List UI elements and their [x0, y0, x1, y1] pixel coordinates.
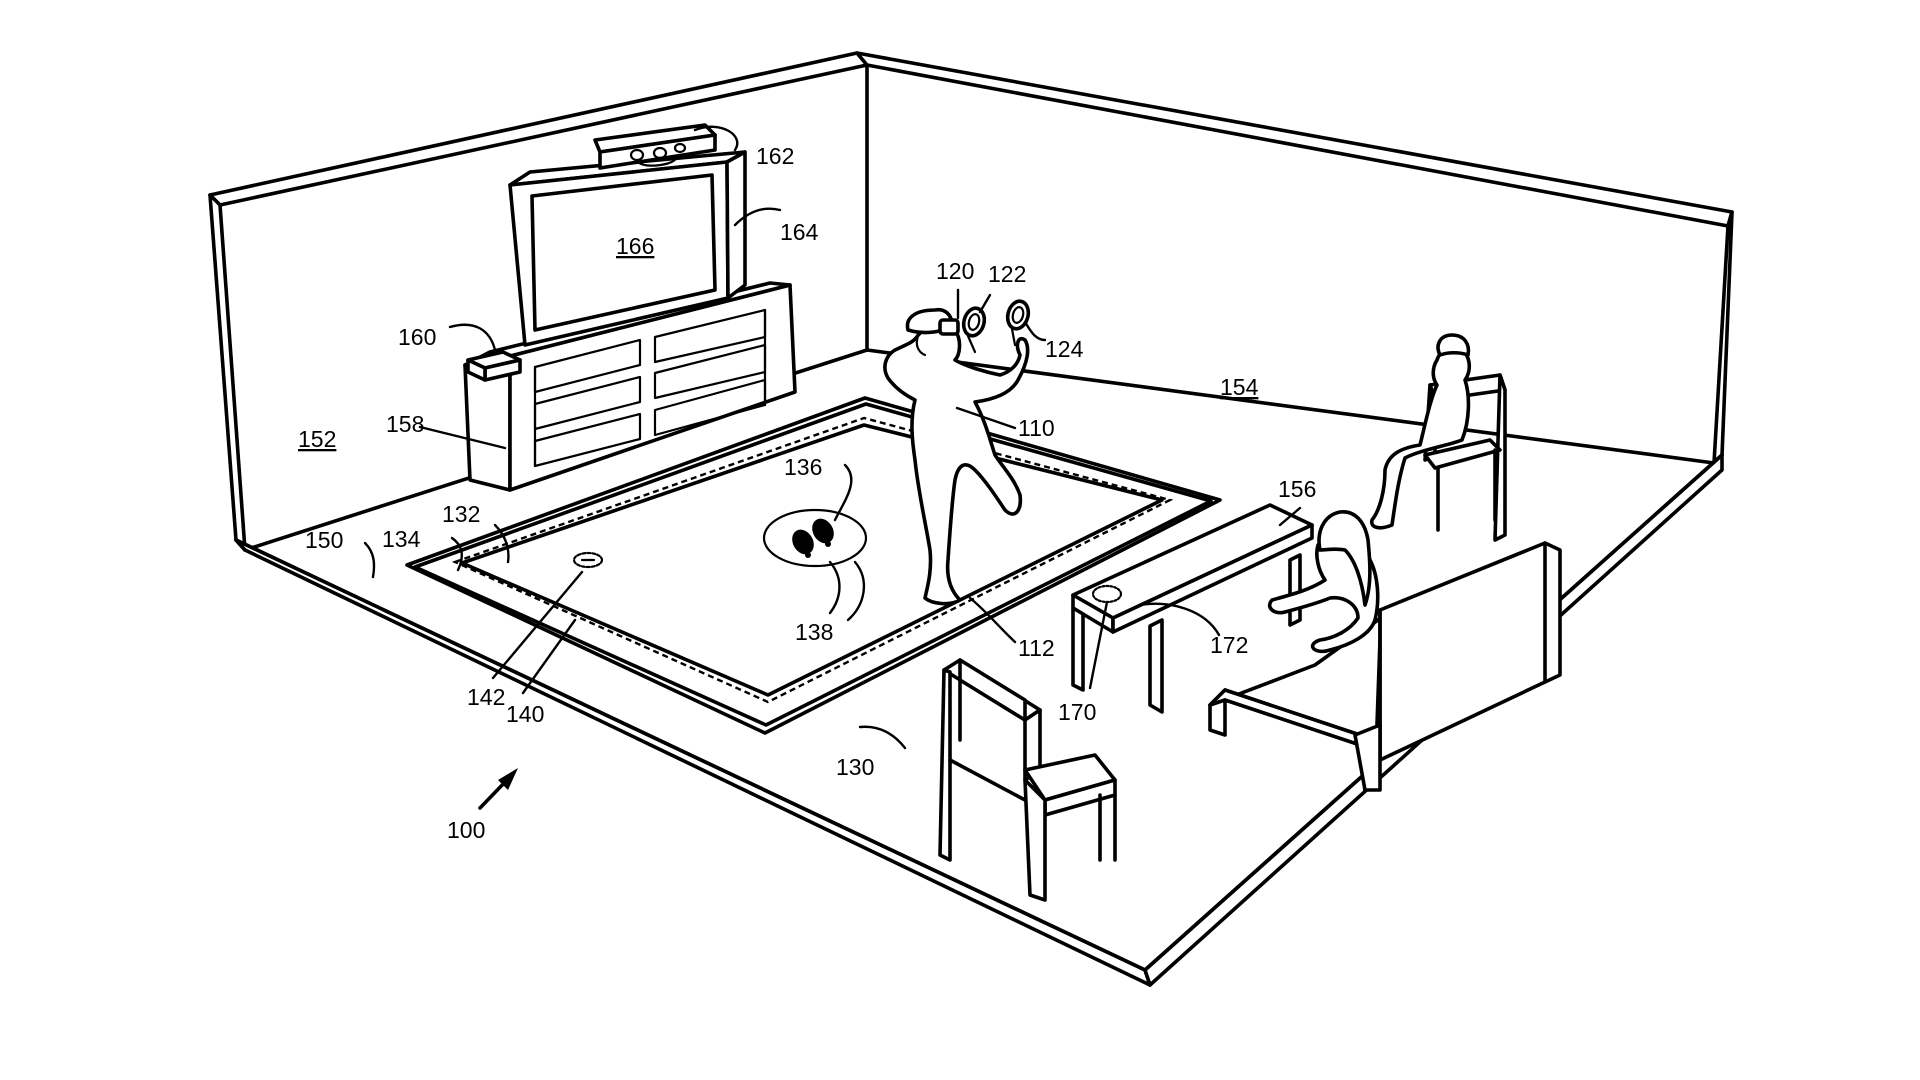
label-120: 120	[936, 258, 974, 284]
coffee-table	[1071, 503, 1314, 714]
vr-user	[883, 307, 1030, 606]
label-164: 164	[780, 219, 819, 245]
label-138: 138	[795, 619, 833, 645]
leader-lines	[363, 125, 1302, 750]
label-112: 112	[1018, 635, 1055, 661]
display-tv	[508, 150, 747, 347]
label-124: 124	[1045, 336, 1084, 362]
label-156: 156	[1278, 476, 1316, 502]
label-132: 132	[442, 501, 480, 527]
seated-person-couch	[1267, 510, 1380, 654]
label-100: 100	[447, 817, 485, 843]
footprint-marker	[762, 508, 868, 568]
label-154: 154	[1220, 374, 1259, 400]
label-170: 170	[1058, 699, 1096, 725]
label-142: 142	[467, 684, 505, 710]
label-140: 140	[506, 701, 544, 727]
label-150: 150	[305, 527, 343, 553]
label-130: 130	[836, 754, 874, 780]
label-136: 136	[784, 454, 822, 480]
chair-with-person	[1369, 333, 1507, 542]
center-marker	[572, 551, 604, 569]
label-122: 122	[988, 261, 1026, 287]
chair-foreground	[938, 658, 1117, 902]
media-console	[463, 281, 797, 492]
label-158: 158	[386, 411, 424, 437]
label-162: 162	[756, 143, 794, 169]
label-172: 172	[1210, 632, 1248, 658]
label-152: 152	[298, 426, 336, 452]
label-160: 160	[398, 324, 436, 350]
rug-play-area	[405, 396, 1222, 735]
game-console	[466, 350, 522, 382]
label-110: 110	[1018, 415, 1055, 441]
figure-arrow	[478, 768, 518, 810]
depth-sensor	[593, 123, 717, 170]
couch	[1208, 541, 1562, 792]
label-166: 166	[616, 233, 654, 259]
label-134: 134	[382, 526, 421, 552]
vr-controllers	[961, 299, 1031, 354]
